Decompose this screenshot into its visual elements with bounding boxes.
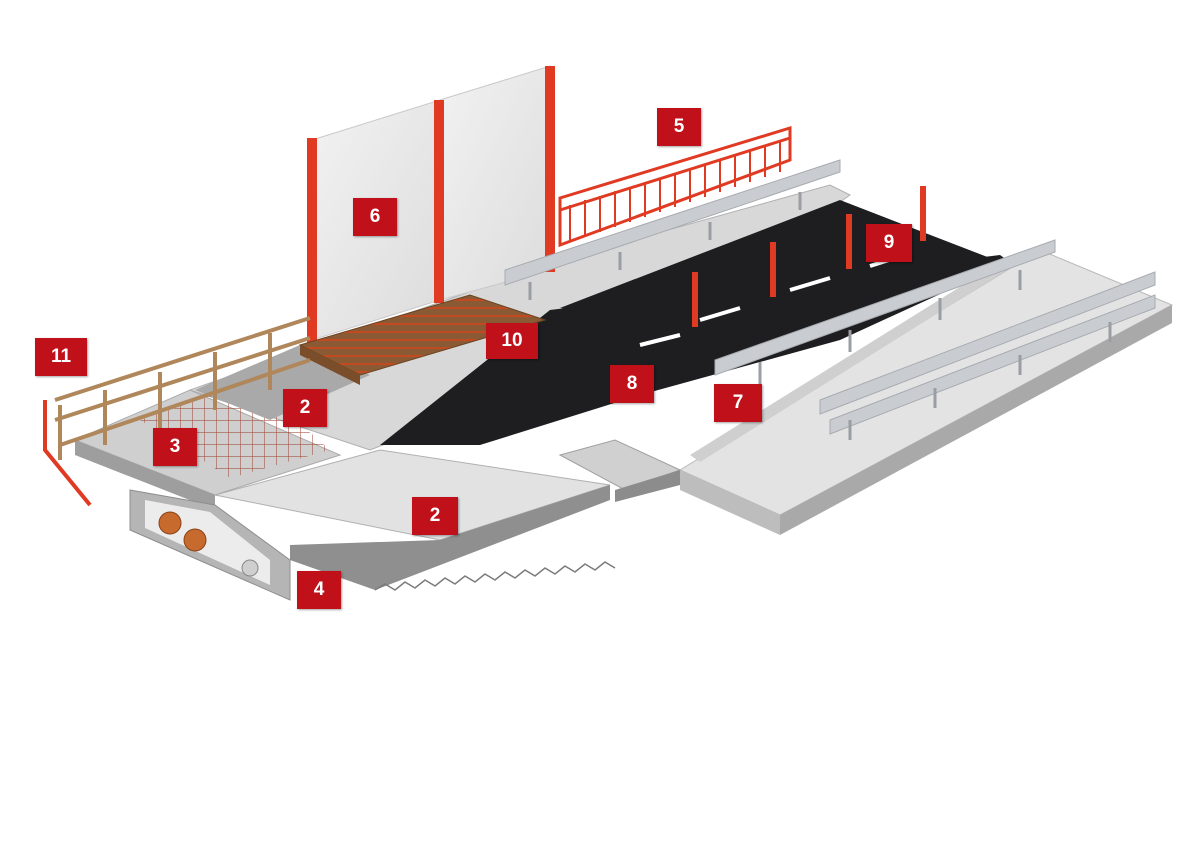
- label-road[interactable]: 8: [610, 365, 654, 403]
- label-slab-edge[interactable]: 2: [412, 497, 458, 535]
- label-utility-duct[interactable]: 4: [297, 571, 341, 609]
- label-bollards[interactable]: 9: [866, 224, 912, 262]
- steel-railing: [558, 125, 792, 248]
- label-grate-block[interactable]: 10: [486, 323, 538, 359]
- guardrails: [504, 159, 1156, 440]
- label-guardrail[interactable]: 7: [714, 384, 762, 422]
- label-railing[interactable]: 5: [657, 108, 701, 146]
- slab-rebar-edge: [374, 561, 616, 591]
- timber-fence: [43, 316, 311, 507]
- label-rebar-mesh[interactable]: 3: [153, 428, 197, 466]
- utility-duct-box: [129, 489, 291, 601]
- expansion-joint: [558, 439, 682, 502]
- label-slab-top[interactable]: 2: [283, 389, 327, 427]
- label-fence[interactable]: 11: [35, 338, 87, 376]
- label-noise-barrier[interactable]: 6: [353, 198, 397, 236]
- drainage-grate: [298, 294, 547, 385]
- bollards: [692, 186, 926, 327]
